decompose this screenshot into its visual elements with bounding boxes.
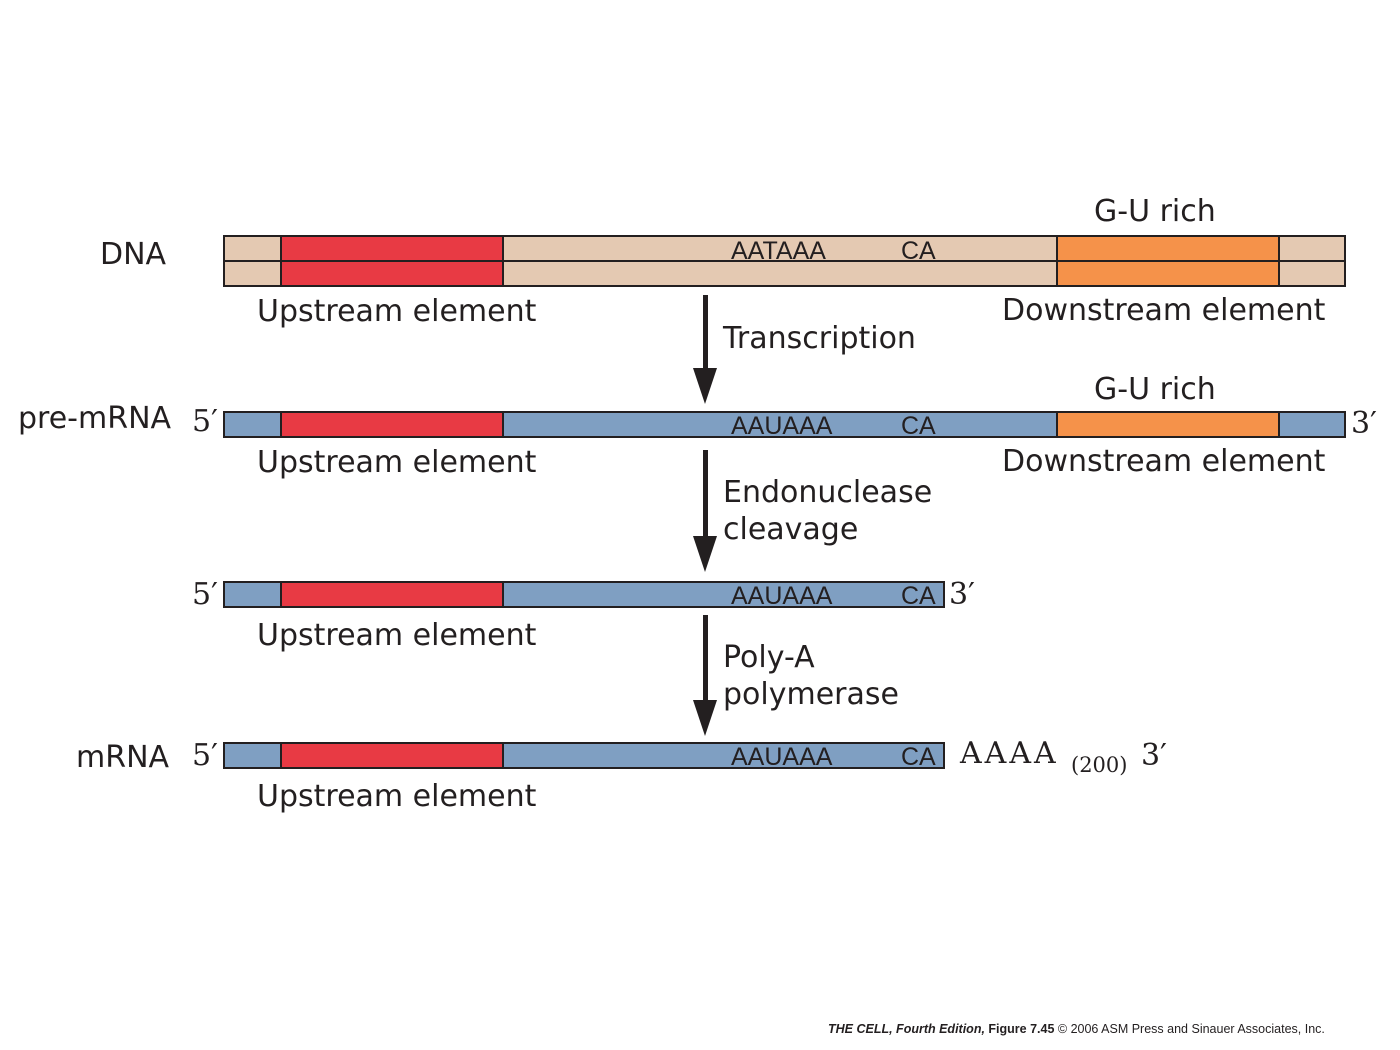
cleaved-sequence-ca: CA bbox=[901, 582, 936, 610]
pre-mrna-3-prime: 3′ bbox=[1351, 406, 1377, 441]
cleaved-upstream-element-block bbox=[281, 583, 503, 606]
cleaved-5-prime: 5′ bbox=[192, 577, 218, 612]
poly-a-tail-count: (200) bbox=[1071, 753, 1128, 777]
dna-strand-divider bbox=[225, 260, 1344, 262]
mrna-label: mRNA bbox=[76, 740, 170, 775]
dna-downstream-element-label: Downstream element bbox=[1002, 293, 1326, 328]
mrna-upstream-element-block bbox=[281, 744, 503, 767]
mrna-sequence-aauaaa: AAUAAA bbox=[731, 743, 833, 771]
poly-a-polymerase-label-line1: Poly-A bbox=[723, 640, 815, 675]
pre-mrna-boundary bbox=[1278, 413, 1280, 436]
polyadenylation-arrow-head bbox=[693, 700, 717, 736]
dna-boundary bbox=[280, 237, 282, 285]
polyadenylation-arrow-shaft bbox=[703, 615, 708, 705]
cleavage-label-line2: cleavage bbox=[723, 512, 859, 547]
pre-mrna-sequence-ca: CA bbox=[901, 412, 936, 440]
dna-boundary bbox=[1056, 237, 1058, 285]
poly-a-tail: AAAA bbox=[960, 736, 1059, 771]
mrna-sequence-ca: CA bbox=[901, 743, 936, 771]
mrna-strand: AAUAAA CA bbox=[223, 742, 945, 771]
pre-mrna-sequence-aauaaa: AAUAAA bbox=[731, 412, 833, 440]
dna-boundary bbox=[1278, 237, 1280, 285]
pre-mrna-5-prime: 5′ bbox=[192, 404, 218, 439]
dna-upstream-element-label: Upstream element bbox=[257, 294, 537, 329]
credit-figure-number: Figure 7.45 bbox=[988, 1022, 1055, 1036]
mrna-3-prime: 3′ bbox=[1141, 738, 1167, 773]
dna-boundary bbox=[502, 237, 504, 285]
dna-double-strand: AATAAA CA bbox=[223, 235, 1346, 287]
transcription-arrow-head bbox=[693, 368, 717, 404]
dna-label: DNA bbox=[100, 237, 167, 272]
cleaved-boundary bbox=[502, 583, 504, 606]
figure-credit: THE CELL, Fourth Edition, Figure 7.45 © … bbox=[828, 1023, 1325, 1036]
mrna-5-prime: 5′ bbox=[192, 738, 218, 773]
cleaved-3-prime: 3′ bbox=[949, 577, 975, 612]
mrna-boundary bbox=[502, 744, 504, 767]
cleaved-boundary bbox=[280, 583, 282, 606]
pre-mrna-boundary bbox=[502, 413, 504, 436]
credit-book-title: THE CELL, Fourth Edition, bbox=[828, 1022, 985, 1036]
cleavage-label-line1: Endonuclease bbox=[723, 475, 933, 510]
cleaved-upstream-element-label: Upstream element bbox=[257, 618, 537, 653]
cleaved-sequence-aauaaa: AAUAAA bbox=[731, 582, 833, 610]
pre-mrna-strand: AAUAAA CA bbox=[223, 411, 1346, 440]
mrna-boundary bbox=[280, 744, 282, 767]
pre-mrna-downstream-element-block bbox=[1057, 413, 1279, 436]
pre-mrna-upstream-element-label: Upstream element bbox=[257, 445, 537, 480]
cleaved-rna-strand: AAUAAA CA bbox=[223, 581, 945, 610]
dna-sequence-aataaa: AATAAA bbox=[731, 237, 826, 265]
pre-mrna-label: pre-mRNA bbox=[18, 401, 172, 436]
pre-mrna-boundary bbox=[1056, 413, 1058, 436]
dna-gu-rich-label: G-U rich bbox=[1094, 194, 1216, 229]
credit-copyright: © 2006 ASM Press and Sinauer Associates,… bbox=[1057, 1022, 1325, 1036]
pre-mrna-downstream-element-label: Downstream element bbox=[1002, 444, 1326, 479]
cleavage-arrow-head bbox=[693, 536, 717, 572]
pre-mrna-gu-rich-label: G-U rich bbox=[1094, 372, 1216, 407]
transcription-label: Transcription bbox=[723, 321, 916, 356]
poly-a-polymerase-label-line2: polymerase bbox=[723, 677, 899, 712]
transcription-arrow-shaft bbox=[703, 295, 708, 370]
mrna-upstream-element-label: Upstream element bbox=[257, 779, 537, 814]
dna-sequence-ca: CA bbox=[901, 237, 936, 265]
cleavage-arrow-shaft bbox=[703, 450, 708, 540]
pre-mrna-boundary bbox=[280, 413, 282, 436]
pre-mrna-upstream-element-block bbox=[281, 413, 503, 436]
